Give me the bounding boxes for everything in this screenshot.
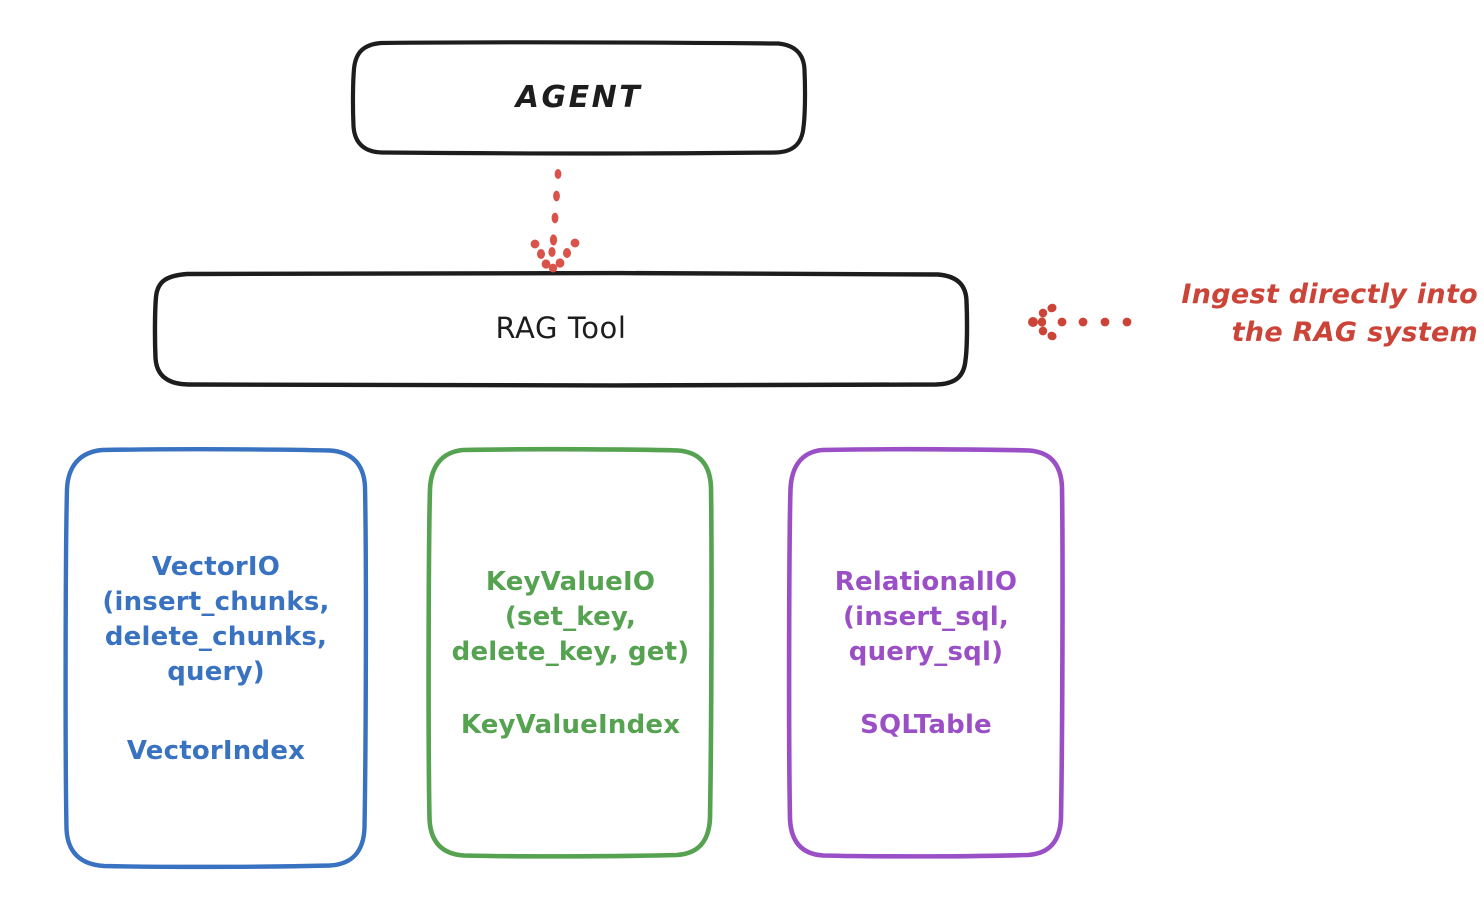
rag-tool-node[interactable]: RAG Tool [155,273,967,385]
key-value-io-node[interactable]: KeyValueIO (set_key, delete_key, get) Ke… [430,449,711,856]
key-value-io-index-label: KeyValueIndex [460,709,681,740]
agent-box-outline [350,40,808,156]
relational-io-node[interactable]: RelationalIO (insert_sql, query_sql) SQL… [790,449,1062,856]
relational-io-api-label: RelationalIO (insert_sql, query_sql) [834,567,1018,667]
key-value-io-api-label: KeyValueIO (set_key, delete_key, get) [451,567,690,667]
key-value-io-box-outline [426,446,714,859]
vector-io-node[interactable]: VectorIO (insert_chunks, delete_chunks, … [66,449,366,867]
agent-node[interactable]: AGENT [353,42,805,154]
relational-io-index-label: SQLTable [860,709,992,740]
vector-io-box-outline [63,447,369,870]
ingest-note-annotation: Ingest directly into the RAG system [1181,279,1478,349]
ingest-note-connector [1028,303,1132,341]
vector-io-api-label: VectorIO (insert_chunks, delete_chunks, … [102,552,330,687]
rag-tool-node-label: RAG Tool [495,311,627,346]
relational-io-box-outline [786,446,1065,859]
vector-io-index-label: VectorIndex [126,735,306,766]
agent-node-label: AGENT [515,79,643,115]
rag-tool-box-outline [152,270,970,388]
agent-to-rag-tool-connector [530,169,580,273]
